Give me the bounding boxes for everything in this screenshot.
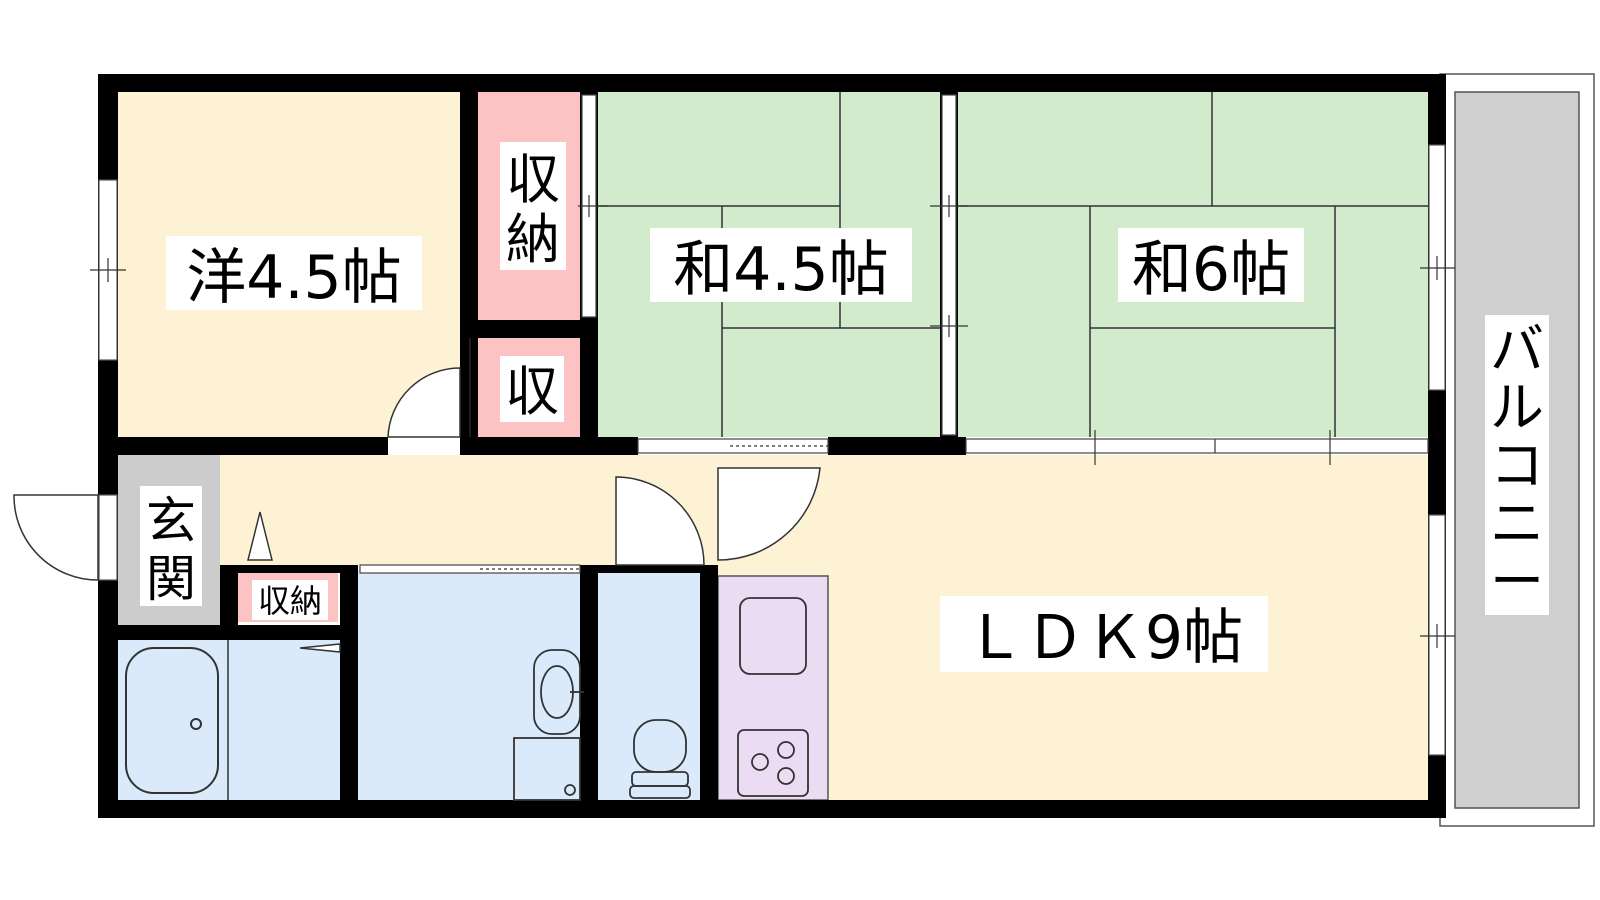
bathtub — [125, 640, 229, 800]
kitchen-counter — [717, 575, 829, 801]
balcony-label: バ ル コ ニ ー — [1490, 318, 1544, 613]
tatami-lines-large — [958, 92, 1428, 437]
ldk-label-bg — [940, 596, 1268, 672]
svg-text:ニ: ニ — [1490, 492, 1544, 555]
washroom-floor — [358, 570, 580, 800]
bathroom-floor — [118, 640, 340, 800]
window-marks — [90, 256, 1455, 648]
storage-top-label-2: 納 — [506, 208, 560, 271]
entrance-label-1: 玄 — [146, 492, 196, 550]
storage-entrance-label-bg — [252, 580, 328, 620]
kitchen-sink — [739, 597, 807, 675]
stove — [737, 729, 809, 797]
japanese-room-large-label: 和6帖 — [1132, 235, 1290, 305]
japanese-large-label-bg — [1118, 228, 1304, 302]
storage-top-label-1: 収 — [506, 148, 560, 211]
entrance-label-bg — [140, 486, 202, 606]
toilet-bowl — [629, 719, 691, 799]
svg-text:ル: ル — [1490, 376, 1544, 439]
storage-entrance-label: 収納 — [258, 582, 322, 620]
western-label-bg — [166, 236, 422, 310]
balcony-label-bg — [1485, 315, 1549, 615]
western-room-label: 洋4.5帖 — [186, 243, 401, 313]
sliding-door-marks — [469, 195, 1331, 570]
storage-small-label: 収 — [505, 360, 559, 423]
washbasin — [513, 649, 584, 801]
toilet-floor — [598, 570, 700, 800]
entrance-label-2: 関 — [146, 550, 196, 608]
swing-doors — [13, 367, 821, 653]
japanese-small-label-bg — [650, 228, 912, 302]
svg-text:コ: コ — [1490, 434, 1544, 497]
japanese-room-small-label: 和4.5帖 — [673, 235, 888, 305]
storage-small-label-bg — [500, 356, 564, 422]
ldk-label: ＬＤＫ9帖 — [965, 603, 1243, 673]
storage-top-label-bg — [500, 142, 566, 270]
svg-text:ー: ー — [1490, 550, 1544, 613]
svg-text:バ: バ — [1490, 318, 1544, 381]
